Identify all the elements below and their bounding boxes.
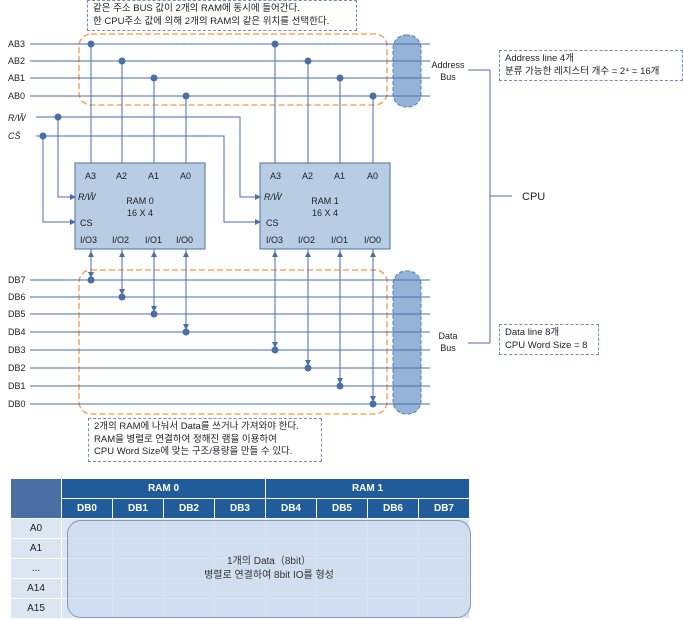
- group-header: RAM 0: [61, 478, 266, 499]
- column-header: DB1: [112, 498, 164, 519]
- address-bus-highlight: [78, 33, 388, 106]
- data-bus-highlight: [78, 269, 388, 415]
- note-line: 분류 가능한 레지스터 개수 = 2⁴ = 16개: [505, 65, 660, 77]
- address-note: Address line 4개 분류 가능한 레지스터 개수 = 2⁴ = 16…: [499, 50, 683, 81]
- data-line-label: DB5: [8, 309, 26, 319]
- pin-label: I/O3: [80, 235, 97, 245]
- note-line: 2개의 RAM에 나눠서 Data를 쓰거나 가져와야 한다.: [94, 421, 299, 432]
- address-bus-capsule: [392, 34, 422, 108]
- note-line: Address line 4개: [505, 53, 574, 64]
- data-line-label: DB3: [8, 345, 26, 355]
- chip-name: RAM 0: [126, 196, 154, 206]
- pin-label: A3: [270, 171, 281, 181]
- note-line: RAM을 병렬로 연결하여 정해진 램을 이용하여: [94, 433, 277, 445]
- memory-circuit-diagram: AB3 AB2 AB1 AB0 R/W̄ CS̄ A3 A2 A1 A0: [8, 33, 545, 415]
- row-header: A14: [10, 578, 62, 599]
- row-header: A0: [10, 518, 62, 539]
- column-header: DB7: [418, 498, 470, 519]
- data-line-label: DB2: [8, 363, 26, 373]
- pin-label: I/O1: [145, 235, 162, 245]
- bottom-note: 2개의 RAM에 나눠서 Data를 쓰거나 가져와야 한다. RAM을 병렬로…: [88, 418, 322, 462]
- address-line-label: AB0: [8, 91, 25, 101]
- cpu-label: CPU: [522, 191, 545, 203]
- pin-label: A1: [148, 171, 159, 181]
- cpu-bracket: [468, 69, 512, 344]
- pin-label: R/W̄: [264, 192, 283, 202]
- pin-label: A2: [302, 171, 313, 181]
- data-line-label: DB0: [8, 399, 26, 409]
- column-header: DB6: [367, 498, 419, 519]
- column-header: DB0: [61, 498, 113, 519]
- overlay-line: 병렬로 연결하여 8bit IO를 형성: [204, 570, 334, 581]
- pin-label: I/O3: [266, 235, 283, 245]
- address-bus-label: Address: [431, 60, 465, 70]
- pin-label: A2: [116, 171, 127, 181]
- pin-label: R/W̄: [78, 192, 97, 202]
- pin-label: CS: [266, 218, 279, 228]
- address-line-label: AB2: [8, 56, 25, 66]
- note-line: CPU Word Size에 맞는 구조/용량을 만들 수 있다.: [94, 446, 293, 457]
- chip-size: 16 X 4: [127, 208, 153, 218]
- pin-label: CS: [80, 218, 93, 228]
- pin-label: A0: [367, 171, 378, 181]
- pin-label: I/O2: [112, 235, 129, 245]
- pin-label: I/O0: [176, 235, 193, 245]
- chip-name: RAM 1: [311, 196, 339, 206]
- column-header: DB3: [214, 498, 266, 519]
- note-line: 같은 주소 BUS 값이 2개의 RAM에 동시에 들어간다.: [93, 3, 300, 14]
- pin-label: A3: [85, 171, 96, 181]
- data-line-label: DB7: [8, 275, 26, 285]
- overlay-line: 1개의 Data（8bit）: [227, 556, 311, 567]
- data-note: Data line 8개 CPU Word Size = 8: [499, 324, 599, 355]
- pin-label: I/O0: [364, 235, 381, 245]
- pin-label: I/O2: [298, 235, 315, 245]
- data-line-label: DB1: [8, 381, 26, 391]
- data-line-label: DB6: [8, 292, 26, 302]
- row-header: A1: [10, 538, 62, 559]
- address-line-label: AB1: [8, 73, 25, 83]
- data-bus-label: Bus: [440, 343, 456, 353]
- top-note: 같은 주소 BUS 값이 2개의 RAM에 동시에 들어간다. 한 CPU주소 …: [87, 0, 357, 31]
- rw-line-label: R/W̄: [8, 113, 27, 123]
- note-line: Data line 8개: [505, 327, 560, 338]
- data-line-label: DB4: [8, 327, 26, 337]
- pin-label: I/O1: [331, 235, 348, 245]
- data-bus-capsule: [392, 270, 422, 415]
- note-line: 한 CPU주소 값에 의해 2개의 RAM의 같은 위치를 선택한다.: [93, 15, 330, 27]
- chip-size: 16 X 4: [312, 208, 338, 218]
- data-bus-label: Data: [438, 331, 457, 341]
- column-header: DB2: [163, 498, 215, 519]
- column-header: DB4: [265, 498, 317, 519]
- pin-label: A0: [180, 171, 191, 181]
- address-line-label: AB3: [8, 39, 25, 49]
- row-header: ...: [10, 558, 62, 579]
- ram1-chip: A3 A2 A1 A0 R/W̄ CS RAM 1 16 X 4 I/O3 I/…: [259, 162, 391, 250]
- pin-label: A1: [334, 171, 345, 181]
- cs-line-label: CS̄: [8, 131, 21, 141]
- ram0-chip: A3 A2 A1 A0 R/W̄ CS RAM 0 16 X 4 I/O3 I/…: [74, 162, 206, 250]
- row-header: A15: [10, 598, 62, 619]
- group-header: RAM 1: [265, 478, 470, 499]
- data-word-overlay: 1개의 Data（8bit） 병렬로 연결하여 8bit IO를 형성: [67, 520, 471, 618]
- column-header: DB5: [316, 498, 368, 519]
- note-line: CPU Word Size = 8: [505, 339, 588, 351]
- address-bus-label: Bus: [440, 72, 456, 82]
